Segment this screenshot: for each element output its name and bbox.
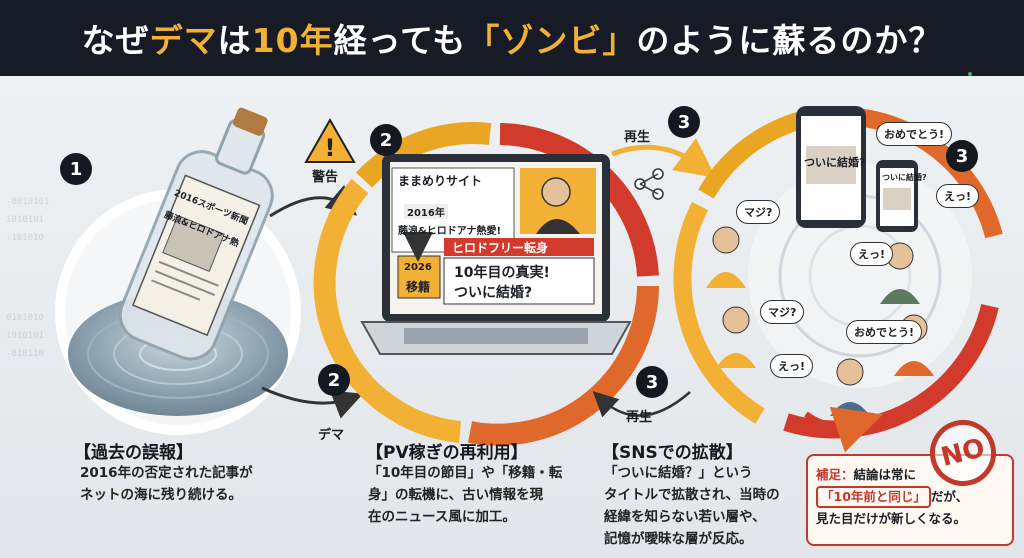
caption-line: 身」の転機に、古い情報を現 [368,487,544,503]
caption-line: タイトルで拡散され、当時の [604,487,780,503]
reaction-bubble: マジ? [760,300,805,324]
note-line: 結論は常に [853,467,917,482]
reaction-bubble: えっ! [770,354,814,378]
svg-text:-0010101: -0010101 [6,197,49,207]
title-part: のように蘇るのか？ [636,21,943,60]
replay-label-bottom: 再生 [626,410,653,425]
title-bar: なぜデマは10年経っても「ゾンビ」のように蘇るのか？ [0,0,1024,76]
headline-1: 10年目の真実! [454,265,550,281]
caption-1-body: 2016年の否定された記事が ネットの海に残り続ける。 [80,462,253,506]
warning-label: 警告 [312,170,339,185]
step-badge-2-bottom: 2 [318,364,350,396]
flow-graphics: -0010101 1010101 -101010 0101010 1010101 -01… [6,106,1003,453]
note-line: 見た目だけが新しくなる。 [816,511,967,526]
step-badge-3-right: 3 [946,140,978,172]
reaction-bubble: おめでとう! [876,122,953,146]
reaction-bubble: えっ! [850,242,894,266]
step-badge-3-bottom: 3 [636,366,668,398]
caption-2-heading: 【PV稼ぎの再利用】 [366,443,528,463]
laptop [360,154,632,355]
banner-text: ヒロドフリー転身 [452,241,549,255]
smartphone [796,106,918,232]
small-phone-headline: ついに結婚? [882,173,927,182]
badge-text: 移籍 [406,280,431,294]
svg-text:1010101: 1010101 [6,331,44,341]
caption-3-body: 「ついに結婚？」という タイトルで拡散され、当時の 経緯を知らない若い層や、 記… [604,462,780,550]
site-name: ままめりサイト [398,174,483,188]
note-highlight: 「10年前と同じ」 [816,486,931,508]
caption-line: 2016年の否定された記事が [80,465,253,481]
svg-text:!: ! [325,134,336,162]
svg-text:1010101: 1010101 [6,215,44,225]
title-highlight: 10年 [251,21,334,60]
step-badge-2-top: 2 [370,124,402,156]
caption-line: 経緯を知らない若い層や、 [604,509,766,525]
caption-line: 在のニュース風に加工。 [368,509,516,525]
reaction-bubble: おめでとう! [846,320,923,344]
caption-2-body: 「10年目の節目」や「移籍・転 身」の転機に、古い情報を現 在のニュース風に加工… [368,462,562,528]
bottle-in-water [55,107,301,435]
headline-2: ついに結婚? [454,285,533,301]
svg-text:-010110: -010110 [6,349,44,359]
caption-line: 記憶が曖昧な層が反応。 [604,531,753,547]
title-part: なぜ [81,21,150,60]
phone-headline: ついに結婚? [804,156,866,169]
reaction-bubble: マジ? [736,200,781,224]
note-line: だが、 [930,489,969,504]
caption-line: 「10年目の節目」や「移籍・転 [368,465,563,481]
title-highlight: 「ゾンビ」 [466,21,637,60]
old-headline: 藤浪&ヒロドアナ熱愛! [398,226,502,237]
title-part: は [217,21,252,60]
rumor-label: デマ [318,428,345,443]
replay-label-top: 再生 [624,130,651,145]
step-badge-1: 1 [60,153,92,185]
page-title: なぜデマは10年経っても「ゾンビ」のように蘇るのか？ [82,14,943,62]
caption-1-heading: 【過去の誤報】 [74,443,193,463]
caption-3-heading: 【SNSでの拡散】 [602,443,743,463]
title-part: 経っても [333,21,467,60]
title-highlight: デマ [149,21,218,60]
svg-text:0101010: 0101010 [6,313,44,323]
old-year: 2016年 [404,204,448,219]
caption-line: 「ついに結婚？」という [604,465,753,481]
badge-year: 2026 [404,262,432,273]
svg-text:-101010: -101010 [6,233,44,243]
share-icon [634,168,664,200]
note-prefix: 補足： [816,467,854,482]
step-badge-3-top: 3 [668,106,700,138]
warning-icon: ! [304,117,356,163]
reaction-bubble: えっ! [936,184,980,208]
caption-line: ネットの海に残り続ける。 [80,487,242,503]
